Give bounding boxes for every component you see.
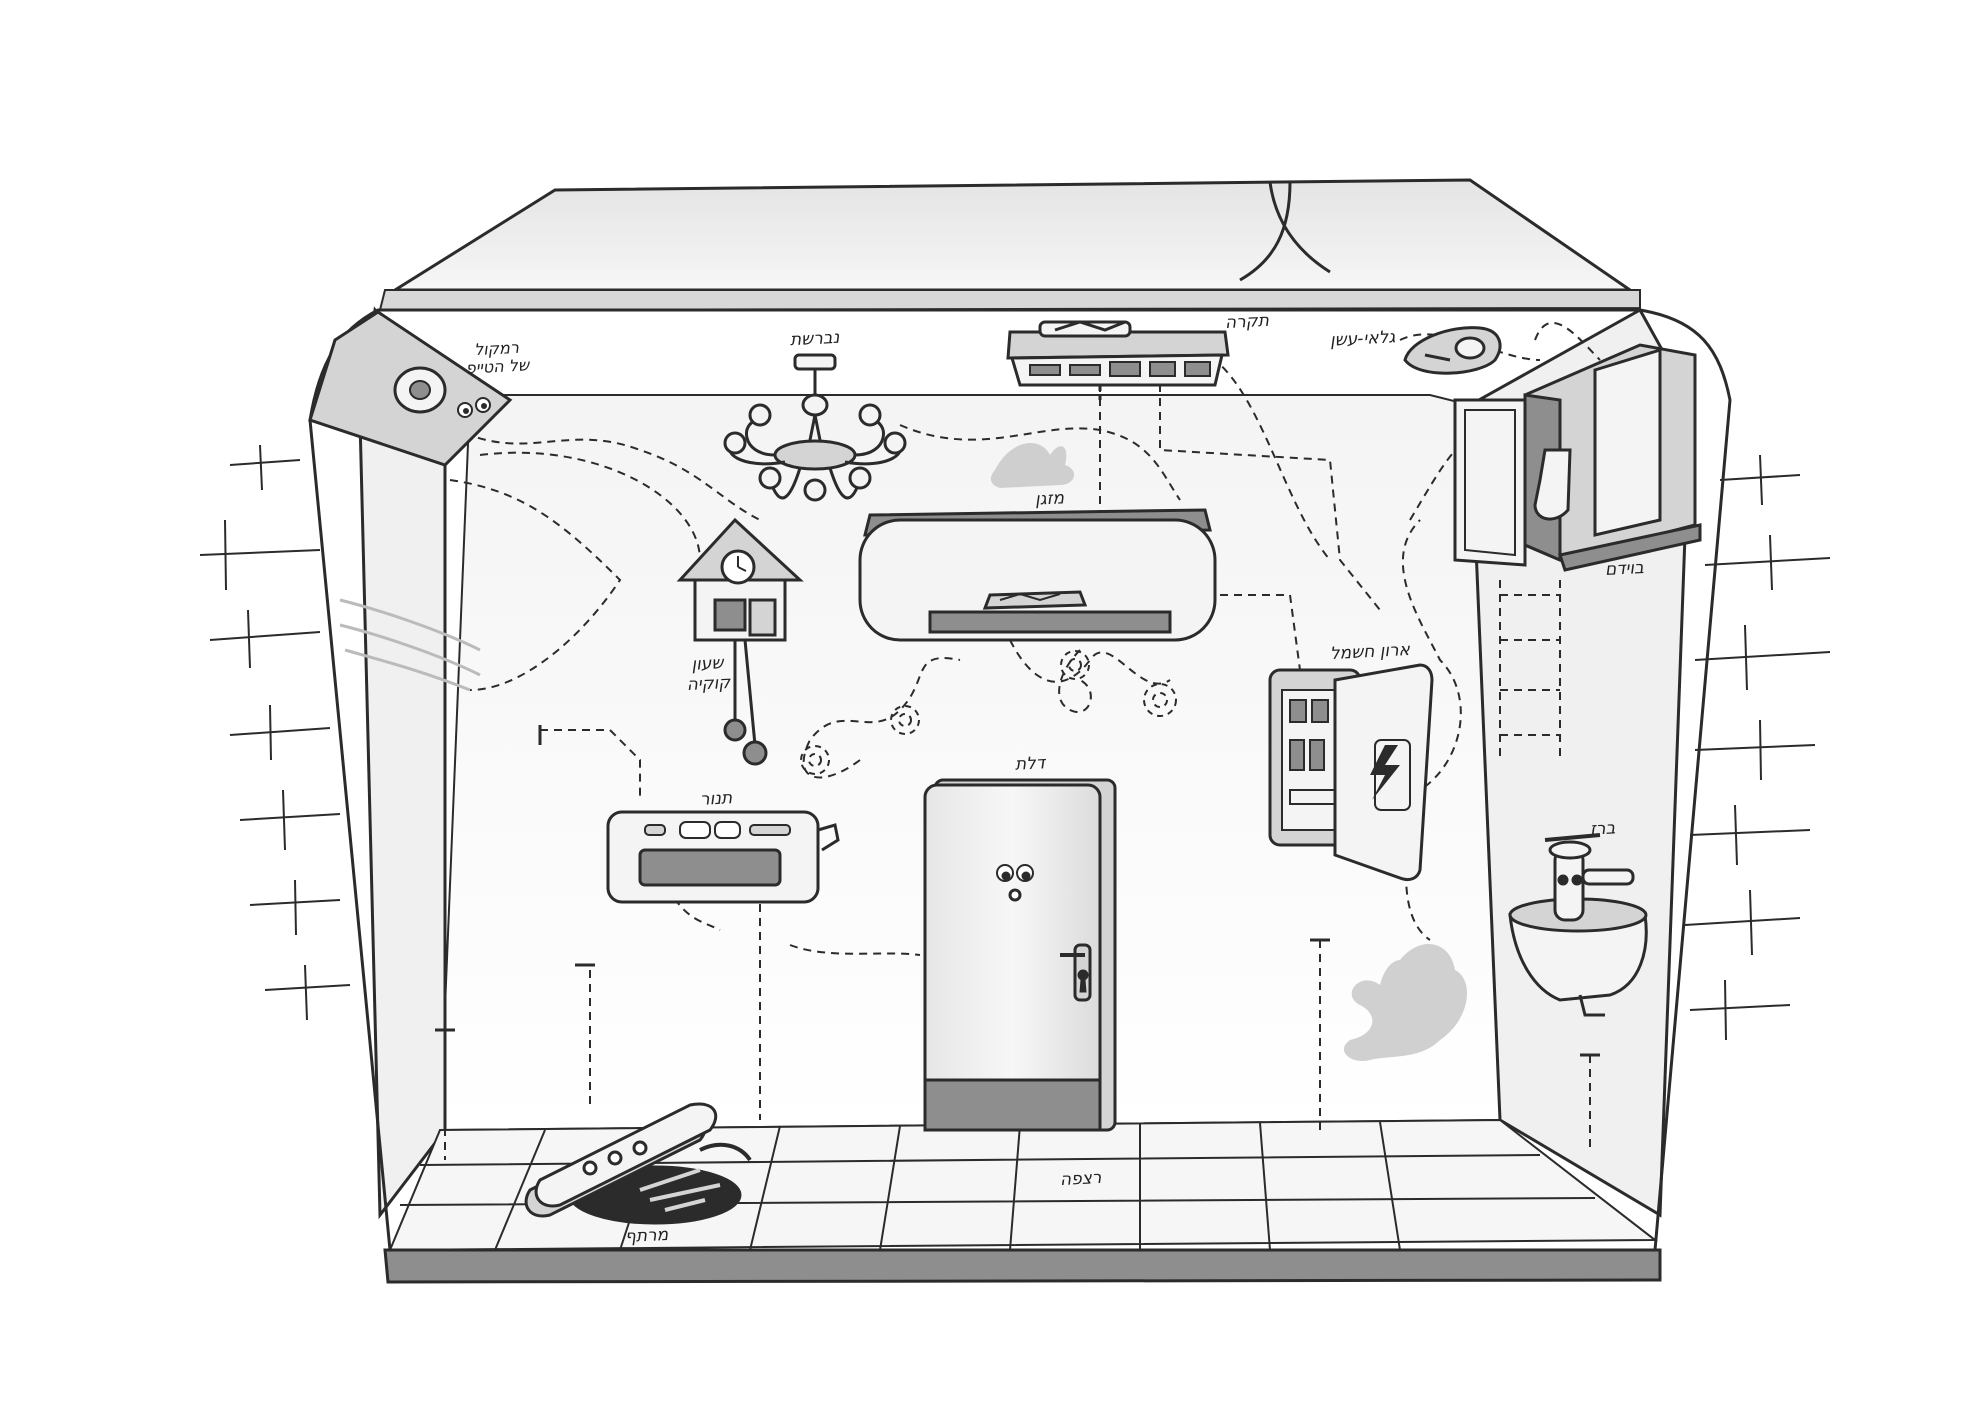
basement-hatch bbox=[524, 1102, 752, 1225]
ceiling-lamp bbox=[1006, 320, 1230, 400]
label-speaker: רמקול של הטייפ bbox=[465, 337, 530, 379]
label-ceiling: תקרה bbox=[1224, 310, 1270, 334]
chandelier bbox=[723, 353, 907, 502]
label-basement: מרתף bbox=[624, 1224, 669, 1248]
air-swirls bbox=[800, 650, 1177, 775]
lightning-icon bbox=[1370, 745, 1400, 800]
label-faucet: ברז bbox=[1589, 818, 1616, 840]
air-conditioner bbox=[858, 508, 1217, 642]
label-chandelier: נברשת bbox=[789, 327, 840, 351]
label-floor: רצפה bbox=[1059, 1167, 1102, 1191]
wall-markers bbox=[435, 725, 1600, 1057]
dust-creature-top bbox=[990, 443, 1075, 488]
floor-front-edge bbox=[383, 1248, 1662, 1284]
label-cuckoo-clock: שעון קוקיה bbox=[686, 653, 731, 695]
roof-front-band bbox=[378, 289, 1641, 312]
label-door: דלת bbox=[1014, 753, 1046, 775]
bricks-left bbox=[199, 444, 351, 1021]
cuckoo-clock bbox=[676, 517, 804, 766]
wind-streaks bbox=[339, 598, 481, 692]
label-electric-cabinet: ארון חשמל bbox=[1329, 639, 1411, 665]
label-air-conditioner: מזגן bbox=[1034, 488, 1065, 510]
roof-seam bbox=[1239, 181, 1331, 282]
dust-creature-bottom bbox=[1343, 943, 1467, 1061]
bricks-right bbox=[1684, 454, 1831, 1041]
heater bbox=[606, 810, 840, 904]
electric-cabinet bbox=[1268, 663, 1434, 882]
smoke-detector bbox=[1403, 326, 1502, 375]
label-cabinet: בוידם bbox=[1604, 557, 1645, 581]
faucet bbox=[1544, 833, 1635, 922]
roof-top bbox=[389, 178, 1635, 292]
attic-cabinet bbox=[1453, 343, 1702, 572]
door bbox=[923, 778, 1117, 1132]
keyhole-icon bbox=[1077, 969, 1089, 993]
label-smoke-detector: גלאי-עשן bbox=[1329, 327, 1396, 351]
wiring-paths bbox=[439, 321, 1601, 1160]
tape-speaker bbox=[308, 310, 513, 467]
label-heater: תנור bbox=[699, 788, 733, 810]
